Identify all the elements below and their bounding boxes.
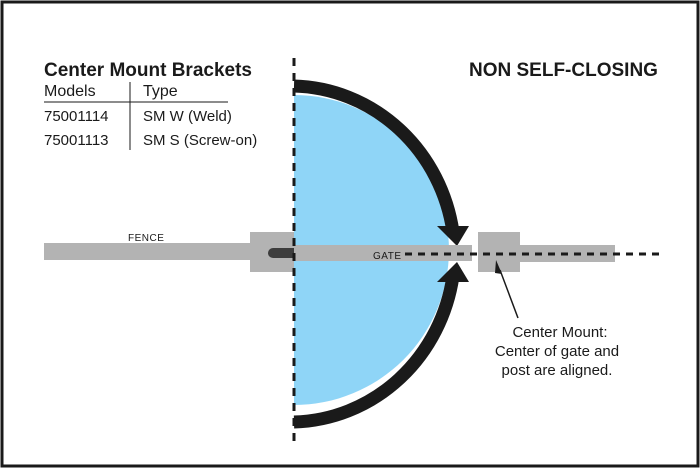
row-1-type: SM W (Weld) xyxy=(143,108,232,125)
row-2-type: SM S (Screw-on) xyxy=(143,132,257,149)
note-pointer-head xyxy=(495,260,502,274)
latch-post-block xyxy=(478,232,520,272)
row-1-model: 75001114 xyxy=(44,108,109,125)
fence-bar xyxy=(44,243,254,260)
arrowhead-bottom xyxy=(437,262,469,282)
swing-arrow-bottom xyxy=(293,275,460,429)
gate-label: GATE xyxy=(373,251,401,262)
row-2-model: 75001113 xyxy=(44,132,109,149)
swing-arrow-top xyxy=(293,79,460,233)
arrowhead-top xyxy=(437,226,469,246)
note-pointer-line xyxy=(499,269,519,319)
note-line-1: Center Mount: xyxy=(512,324,607,341)
hinge-pin xyxy=(268,248,300,258)
note-line-3: post are aligned. xyxy=(502,362,613,379)
gate-bar xyxy=(294,245,472,261)
fence-label: FENCE xyxy=(128,233,164,244)
type-column-header: Type xyxy=(143,83,178,100)
note-line-2: Center of gate and xyxy=(495,343,619,360)
mode-label: NON SELF-CLOSING xyxy=(469,60,658,81)
models-column-header: Models xyxy=(44,83,96,100)
brackets-title: Center Mount Brackets xyxy=(44,60,252,81)
